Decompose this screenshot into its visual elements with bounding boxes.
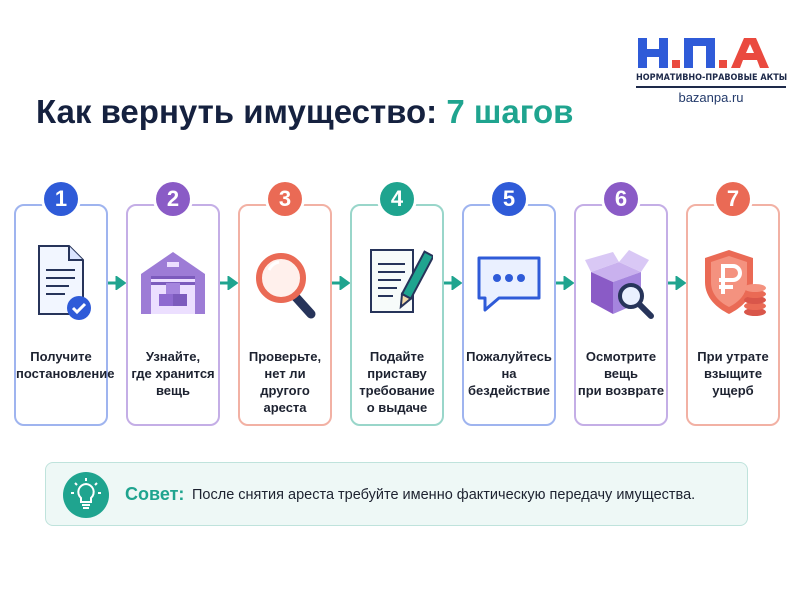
arrow-right-icon xyxy=(556,276,574,290)
step-label-6: Осмотрите вещь при возврате xyxy=(577,349,665,398)
document-pen-icon xyxy=(370,249,433,313)
step-badge-2: 2 xyxy=(156,182,190,216)
step-card-5: Пожалуйтесь на бездействие xyxy=(462,204,556,426)
chat-bubble-icon xyxy=(477,256,541,312)
document-check-icon xyxy=(38,245,91,320)
logo-tagline: НОРМАТИВНО-ПРАВОВЫЕ АКТЫ xyxy=(636,73,788,83)
step-badge-3: 3 xyxy=(268,182,302,216)
arrow-right-icon xyxy=(220,276,238,290)
logo: НОРМАТИВНО-ПРАВОВЫЕ АКТЫ bazanpa.ru xyxy=(636,36,788,106)
step-card-7: При утрате взыщите ущерб xyxy=(686,204,780,426)
page-title: Как вернуть имущество: 7 шагов xyxy=(36,92,573,132)
step-badge-4: 4 xyxy=(380,182,414,216)
step-label-3: Проверьте, нет ли другого ареста xyxy=(248,349,322,415)
step-card-3: Проверьте, нет ли другого ареста xyxy=(238,204,332,426)
step-card-1: Получите постановление xyxy=(14,204,115,426)
warehouse-icon xyxy=(141,252,205,314)
arrow-right-icon xyxy=(444,276,462,290)
title-main: Как вернуть имущество: xyxy=(36,93,438,130)
tip-box: Совет: После снятия ареста требуйте имен… xyxy=(45,462,748,526)
arrow-right-icon xyxy=(332,276,350,290)
tip-text: После снятия ареста требуйте именно факт… xyxy=(192,487,696,503)
step-badge-7: 7 xyxy=(716,182,750,216)
magnifier-icon xyxy=(256,253,316,319)
arrow-right-icon xyxy=(668,276,686,290)
logo-mark xyxy=(638,38,769,68)
step-label-1: Получите постановление xyxy=(16,349,115,381)
step-label-2: Узнайте, где хранится вещь xyxy=(131,349,215,398)
logo-site: bazanpa.ru xyxy=(678,90,744,105)
step-label-5: Пожалуйтесь на бездействие xyxy=(466,349,552,398)
step-card-4: Подайте приставу требование о выдаче xyxy=(350,204,444,426)
step-badge-6: 6 xyxy=(604,182,638,216)
arrow-right-icon xyxy=(108,276,126,290)
step-badge-1: 1 xyxy=(44,182,78,216)
step-badge-5: 5 xyxy=(492,182,526,216)
tip-label: Совет: xyxy=(125,484,185,504)
title-accent: 7 шагов xyxy=(446,93,574,130)
step-label-7: При утрате взыщите ущерб xyxy=(697,349,769,398)
box-inspect-icon xyxy=(585,250,654,319)
step-card-6: Осмотрите вещь при возврате xyxy=(574,204,668,426)
step-label-4: Подайте приставу требование о выдаче xyxy=(359,349,435,415)
lightbulb-icon xyxy=(63,472,109,518)
ruble-shield-icon xyxy=(705,250,766,316)
step-card-2: Узнайте, где хранится вещь xyxy=(126,204,220,426)
logo-divider xyxy=(636,86,786,88)
